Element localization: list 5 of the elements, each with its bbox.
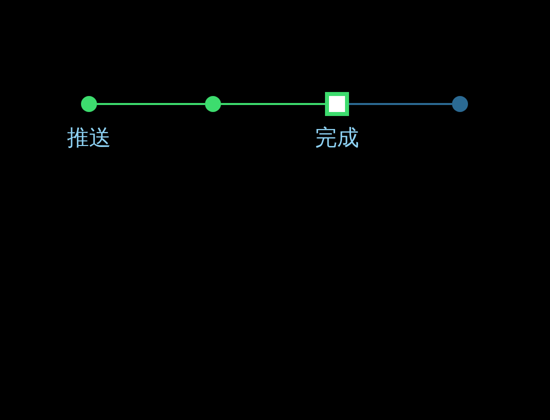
connector-line	[97, 103, 205, 105]
step-label: 推送	[67, 126, 111, 152]
step-label: 完成	[315, 126, 359, 152]
connector-line	[221, 103, 325, 105]
connector-line	[349, 103, 452, 105]
